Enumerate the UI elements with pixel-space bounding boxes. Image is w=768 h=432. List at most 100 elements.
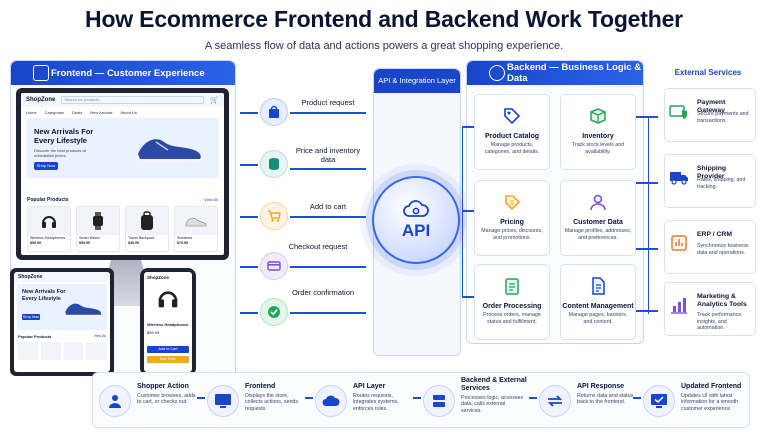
step-arrow bbox=[633, 397, 641, 399]
product-card[interactable]: Sneakers $79.99 bbox=[174, 206, 218, 252]
box-icon bbox=[585, 103, 611, 129]
product-price: $79.99 bbox=[177, 241, 188, 245]
product-name: Sneakers bbox=[177, 236, 193, 240]
step-desc: Processes logic, accesses data, calls ex… bbox=[461, 395, 524, 414]
tablet-product-card[interactable] bbox=[40, 342, 61, 360]
step-arrow bbox=[305, 397, 313, 399]
product-price: $59.99 bbox=[30, 241, 41, 245]
hero-banner: New Arrivals For Every Lifestyle Discove… bbox=[26, 118, 219, 178]
phone-device: ShopZone Wireless Headphones $59.99 Add … bbox=[140, 268, 196, 376]
backend-card-pricing[interactable]: $ Pricing Manage prices, discounts, and … bbox=[474, 180, 550, 256]
product-price: $99.99 bbox=[79, 241, 90, 245]
check-icon bbox=[260, 298, 288, 326]
arrow-line bbox=[290, 312, 366, 314]
step-api-layer: API Layer Routes requests, integrates sy… bbox=[315, 383, 415, 423]
step-title: API Layer bbox=[353, 383, 386, 390]
backend-card-customer-data[interactable]: Customer Data Manage profiles, addresses… bbox=[560, 180, 636, 256]
nav-item-about[interactable]: About Us bbox=[120, 109, 137, 115]
backend-panel-header: Backend — Business Logic & Data bbox=[467, 61, 643, 85]
document-icon bbox=[585, 273, 611, 299]
flow-checkout: Checkout request bbox=[240, 242, 368, 282]
external-payment-gateway[interactable]: Payment Gateway Secure payments and tran… bbox=[664, 88, 756, 142]
arrow-line bbox=[290, 266, 366, 268]
backend-card-product-catalog[interactable]: Product Catalog Manage products, categor… bbox=[474, 94, 550, 170]
arrow-line bbox=[290, 168, 366, 170]
product-card[interactable]: Wireless Headphones $59.99 bbox=[27, 206, 71, 252]
store-logo: ShopZone bbox=[26, 97, 56, 103]
card-title: Pricing bbox=[500, 219, 524, 226]
connector-bus bbox=[648, 116, 654, 314]
hero-text: Discover the best products at unbeatable… bbox=[34, 148, 86, 158]
updated-monitor-icon bbox=[643, 385, 675, 417]
cart-icon[interactable]: 🛒 bbox=[210, 97, 219, 104]
product-card[interactable]: Travel Backpack $49.99 bbox=[125, 206, 169, 252]
step-arrow bbox=[413, 397, 421, 399]
shop-now-button[interactable]: Shop Now bbox=[34, 162, 58, 170]
headphones-icon bbox=[42, 216, 56, 228]
server-icon bbox=[423, 385, 455, 417]
shopping-bag-icon bbox=[260, 98, 288, 126]
card-title: Product Catalog bbox=[484, 133, 540, 140]
add-to-cart-button[interactable]: Add to Cart bbox=[147, 346, 189, 353]
step-backend-external: Backend & External Services Processes lo… bbox=[423, 377, 531, 425]
store-search-input[interactable]: Search for products... bbox=[61, 96, 205, 104]
nav-item-new-arrivals[interactable]: New Arrivals bbox=[90, 109, 113, 115]
monitor-icon bbox=[33, 65, 49, 81]
frontend-panel-header: Frontend — Customer Experience bbox=[11, 61, 235, 85]
tablet-product-card[interactable] bbox=[18, 342, 38, 360]
card-title: Content Management bbox=[562, 303, 634, 310]
flow-label: Add to cart bbox=[309, 202, 347, 211]
tablet-product-card[interactable] bbox=[63, 342, 84, 360]
external-shipping-provider[interactable]: Shipping Provider Rates, shipping, and t… bbox=[664, 154, 756, 208]
card-desc: Process orders, manage status and fulfil… bbox=[483, 312, 541, 325]
view-all-link[interactable]: View All bbox=[204, 197, 218, 202]
arrow-line bbox=[240, 112, 258, 114]
product-grid: Wireless Headphones $59.99 Smart Watch $… bbox=[27, 206, 218, 252]
tag-icon bbox=[499, 103, 525, 129]
popular-products-label: Popular Products bbox=[27, 197, 69, 203]
external-title: Payment Gateway bbox=[697, 99, 726, 114]
product-card[interactable]: Smart Watch $99.99 bbox=[76, 206, 120, 252]
backend-card-content-management[interactable]: Content Management Manage pages, banners… bbox=[560, 264, 636, 340]
product-price: $49.99 bbox=[128, 241, 139, 245]
external-marketing-analytics[interactable]: Marketing & Analytics Tools Track perfor… bbox=[664, 282, 756, 336]
phone-product-price: $59.99 bbox=[147, 330, 160, 335]
flow-label: Checkout request bbox=[288, 242, 348, 251]
card-desc: Track stock levels and availability. bbox=[571, 142, 625, 155]
backend-card-inventory[interactable]: Inventory Track stock levels and availab… bbox=[560, 94, 636, 170]
flow-price-inventory: Price and inventory data bbox=[240, 146, 368, 180]
nav-item-home[interactable]: Home bbox=[26, 109, 37, 115]
external-desc: Track performance, insights, and automat… bbox=[697, 312, 743, 331]
api-layer-title: API & Integration Layer bbox=[374, 69, 460, 93]
shopper-icon bbox=[99, 385, 131, 417]
database-icon bbox=[260, 150, 288, 178]
sneaker-image bbox=[65, 303, 102, 317]
desktop-monitor: ShopZone Search for products... 🛒 Home C… bbox=[16, 88, 229, 260]
tablet-shop-now-button[interactable]: Shop Now bbox=[22, 314, 40, 320]
erp-icon bbox=[671, 235, 687, 251]
card-desc: Manage products, categories, and details… bbox=[484, 142, 540, 155]
external-erp-crm[interactable]: ERP / CRM Synchronize business data and … bbox=[664, 220, 756, 274]
payment-shield-icon bbox=[669, 105, 687, 119]
arrow-line bbox=[636, 248, 658, 250]
truck-icon bbox=[670, 172, 688, 185]
sneaker-image bbox=[138, 139, 201, 162]
tablet-product-card[interactable] bbox=[86, 342, 106, 360]
tablet-view-all-link[interactable]: View All bbox=[93, 334, 106, 338]
step-desc: Returns data and status back to the fron… bbox=[577, 393, 634, 406]
step-frontend: Frontend Displays the store, collects ac… bbox=[207, 383, 307, 423]
backend-card-order-processing[interactable]: Order Processing Process orders, manage … bbox=[474, 264, 550, 340]
external-title: ERP / CRM bbox=[697, 231, 732, 238]
flow-label: Order confirmation bbox=[291, 288, 355, 297]
cart-icon bbox=[260, 202, 288, 230]
user-icon bbox=[585, 189, 611, 215]
product-name: Smart Watch bbox=[79, 236, 100, 240]
backend-panel-title: Backend — Business Logic & Data bbox=[507, 62, 642, 84]
tablet-device: ShopZone New Arrivals For Every Lifestyl… bbox=[10, 268, 114, 376]
cloud-gear-icon bbox=[403, 200, 429, 217]
nav-item-deals[interactable]: Deals bbox=[72, 109, 83, 115]
buy-now-button[interactable]: Buy Now bbox=[147, 356, 189, 363]
nav-item-categories[interactable]: Categories bbox=[44, 109, 65, 115]
arrow-line bbox=[240, 164, 258, 166]
store-subnav: Home Categories Deals New Arrivals About… bbox=[21, 108, 224, 116]
